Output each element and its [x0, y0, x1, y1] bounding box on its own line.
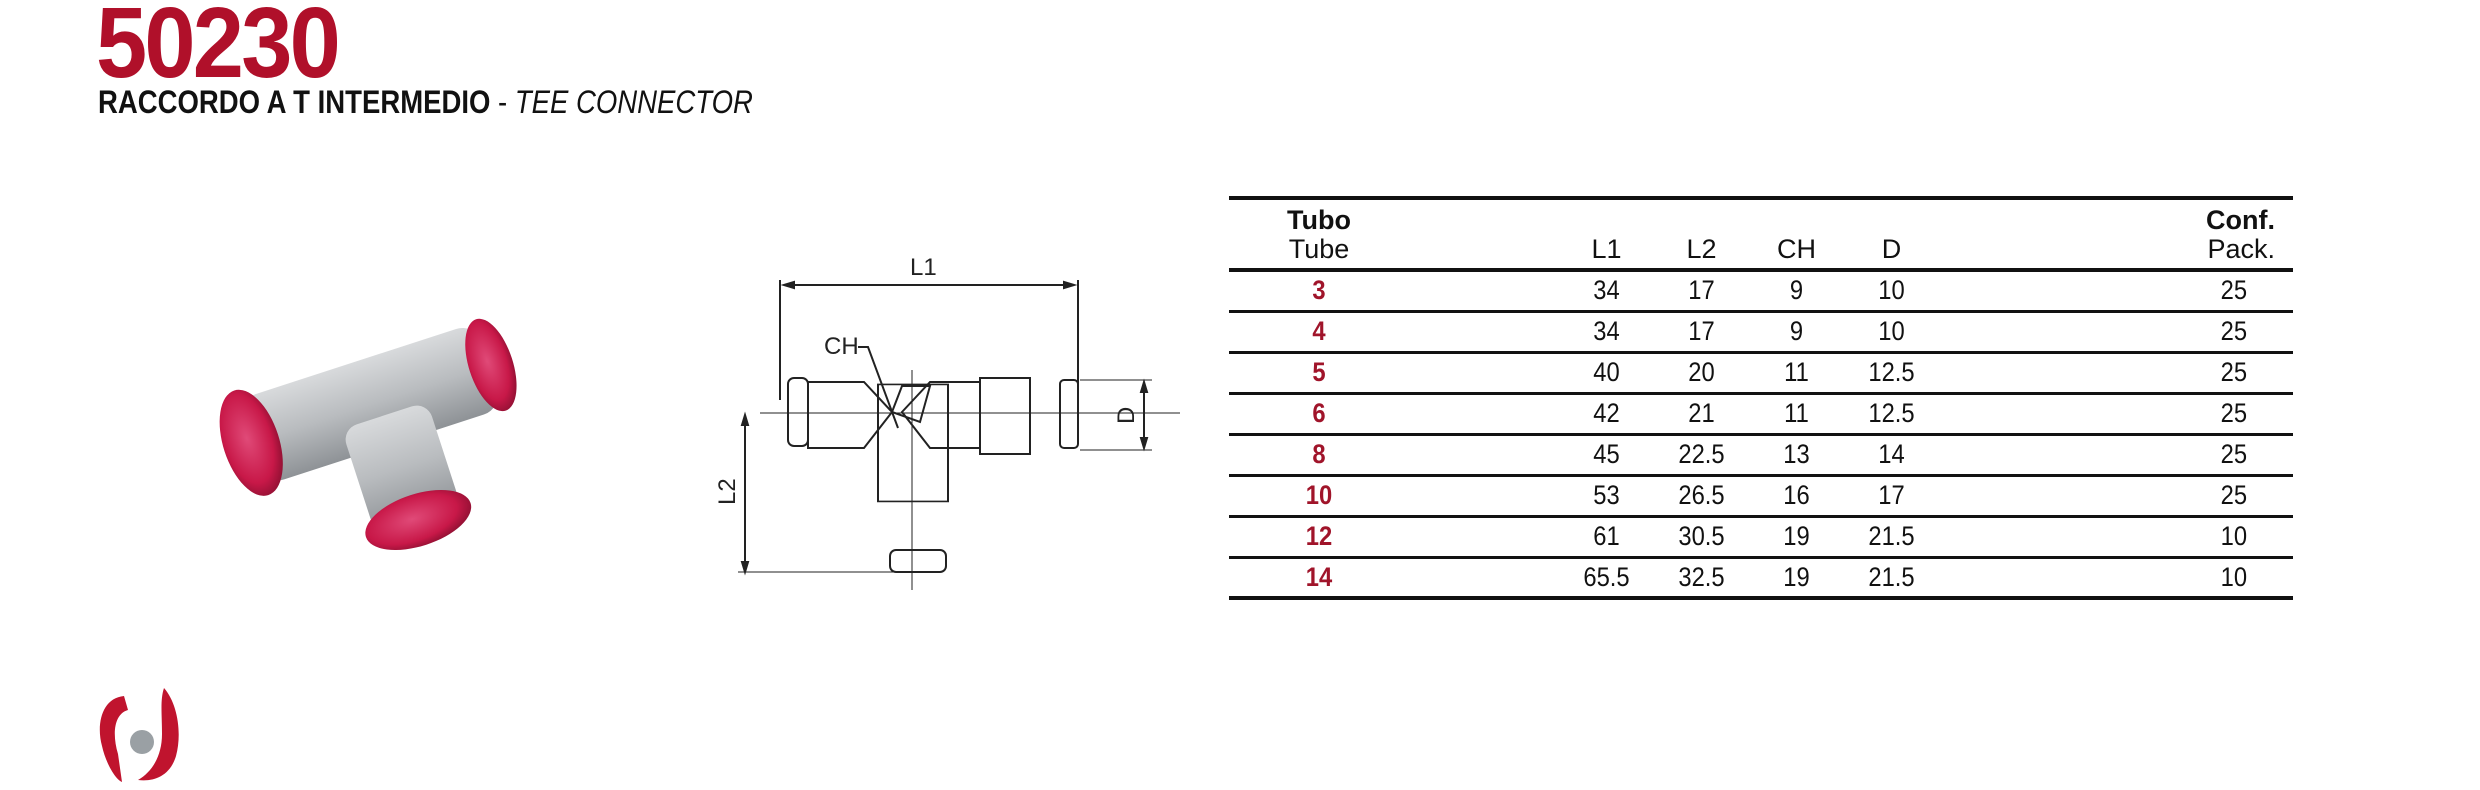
- cell-d: 21.5: [1868, 561, 1915, 592]
- cell-pack: 25: [2220, 480, 2248, 510]
- cell-spacer: [1418, 352, 1550, 393]
- table-row: 3 34 17 9 10 25: [1229, 270, 2293, 311]
- cell-l1: 53: [1593, 480, 1620, 510]
- cell-tube: 12: [1305, 521, 1333, 551]
- cell-l2: 22.5: [1678, 439, 1725, 469]
- cell-pack: 25: [2220, 357, 2248, 387]
- dim-label-d: D: [1113, 407, 1140, 424]
- table-row: 12 61 30.5 19 21.5 10: [1229, 516, 2293, 557]
- product-title: RACCORDO A T INTERMEDIO - TEE CONNECTOR: [98, 84, 753, 121]
- cell-pack: 10: [2220, 561, 2248, 592]
- cell-d: 17: [1878, 480, 1905, 510]
- header-ch: CH: [1777, 234, 1816, 264]
- cell-tube: 14: [1305, 561, 1333, 592]
- cell-spacer: [1418, 434, 1550, 475]
- brand-logo: [99, 688, 179, 782]
- cell-ch: 13: [1783, 439, 1810, 469]
- cell-pack: 25: [2220, 398, 2248, 428]
- cell-l2: 32.5: [1678, 561, 1725, 592]
- cell-ch: 19: [1783, 521, 1810, 551]
- cell-spacer: [1418, 516, 1550, 557]
- cell-l1: 40: [1593, 357, 1620, 387]
- header-l1: L1: [1591, 234, 1622, 264]
- cell-l2: 26.5: [1678, 480, 1725, 510]
- cell-ch: 9: [1789, 316, 1804, 346]
- technical-drawing: L1 CH L2 D: [714, 254, 1180, 590]
- table-row: 8 45 22.5 13 14 25: [1229, 434, 2293, 475]
- cell-d: 21.5: [1868, 521, 1915, 551]
- cell-tube: 6: [1312, 398, 1326, 428]
- cell-spacer: [1418, 311, 1550, 352]
- cell-l1: 42: [1593, 398, 1620, 428]
- cell-d: 12.5: [1868, 398, 1915, 428]
- cell-l2: 20: [1688, 357, 1715, 387]
- cell-d: 10: [1878, 316, 1905, 346]
- header-l2: L2: [1686, 234, 1717, 264]
- table-row: 14 65.5 32.5 19 21.5 10: [1229, 557, 2293, 598]
- cell-ch: 19: [1783, 561, 1810, 592]
- cell-l2: 17: [1688, 316, 1715, 346]
- cell-tube: 4: [1312, 316, 1326, 346]
- product-name-en: TEE CONNECTOR: [514, 84, 753, 120]
- cell-pack: 10: [2220, 521, 2248, 551]
- table-row: 10 53 26.5 16 17 25: [1229, 475, 2293, 516]
- dim-label-ch: CH: [824, 333, 859, 360]
- cell-pack: 25: [2220, 316, 2248, 346]
- cell-l1: 45: [1593, 439, 1620, 469]
- table-row: 5 40 20 11 12.5 25: [1229, 352, 2293, 393]
- cell-spacer: [1418, 557, 1550, 598]
- cell-ch: 11: [1784, 357, 1809, 387]
- cell-tube: 8: [1312, 439, 1326, 469]
- header-pack: Conf.Pack.: [2206, 205, 2275, 264]
- cell-d: 12.5: [1868, 357, 1915, 387]
- cell-l2: 17: [1688, 275, 1715, 306]
- dim-label-l1: L1: [910, 254, 937, 281]
- cell-pack: 25: [2220, 439, 2248, 469]
- product-code: 50230: [96, 0, 341, 99]
- cell-ch: 11: [1784, 398, 1809, 428]
- table-row: 4 34 17 9 10 25: [1229, 311, 2293, 352]
- header-d: D: [1881, 234, 1902, 264]
- cell-tube: 5: [1312, 357, 1326, 387]
- cell-d: 10: [1878, 275, 1905, 306]
- cell-spacer: [1418, 270, 1550, 311]
- title-separator: -: [490, 84, 515, 120]
- product-name-it: RACCORDO A T INTERMEDIO: [98, 84, 491, 120]
- cell-spacer: [1418, 393, 1550, 434]
- cell-d: 14: [1878, 439, 1905, 469]
- cell-spacer: [1418, 475, 1550, 516]
- cell-l1: 34: [1593, 275, 1620, 306]
- cell-tube: 3: [1312, 275, 1326, 306]
- cell-l2: 30.5: [1678, 521, 1725, 551]
- cell-l2: 21: [1688, 398, 1715, 428]
- cell-ch: 9: [1789, 275, 1804, 306]
- dim-label-l2: L2: [714, 478, 741, 505]
- cell-tube: 10: [1305, 480, 1333, 510]
- product-photo: [219, 318, 517, 550]
- cell-l1: 34: [1593, 316, 1620, 346]
- cell-l1: 61: [1593, 521, 1620, 551]
- cell-pack: 25: [2220, 275, 2248, 306]
- table-row: 6 42 21 11 12.5 25: [1229, 393, 2293, 434]
- cell-ch: 16: [1783, 480, 1810, 510]
- cell-l1: 65.5: [1583, 561, 1630, 592]
